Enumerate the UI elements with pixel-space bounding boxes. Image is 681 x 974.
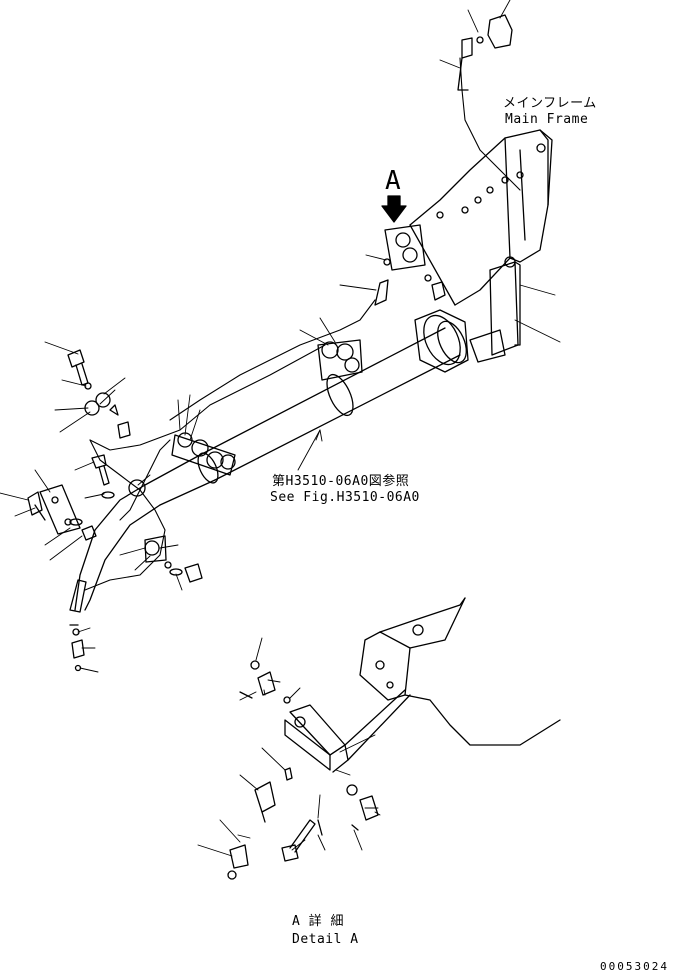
hoses <box>84 57 521 591</box>
main-frame <box>409 129 553 363</box>
leader-lines <box>0 0 561 857</box>
see-fig-leader <box>297 429 323 471</box>
cylinder-assembly <box>74 309 469 611</box>
main-frame-label-en: Main Frame <box>505 112 589 127</box>
view-a-marker: A <box>385 166 402 196</box>
main-frame-label-jp: メインフレーム <box>503 96 597 111</box>
see-fig-label-en: See Fig.H3510-06A0 <box>270 490 420 505</box>
detail-a-fittings <box>227 660 379 880</box>
see-fig-label-jp: 第H3510-06A0図参照 <box>272 474 410 489</box>
top-fittings <box>374 14 513 306</box>
left-parts <box>27 349 203 672</box>
detail-a-label-en: Detail A <box>292 932 359 947</box>
detail-a-block <box>284 597 561 773</box>
detail-a-label-jp: A 詳 細 <box>292 914 344 929</box>
clamps <box>171 224 516 476</box>
view-a-arrow <box>381 195 407 223</box>
drawing-number: 00053024 <box>600 960 669 973</box>
